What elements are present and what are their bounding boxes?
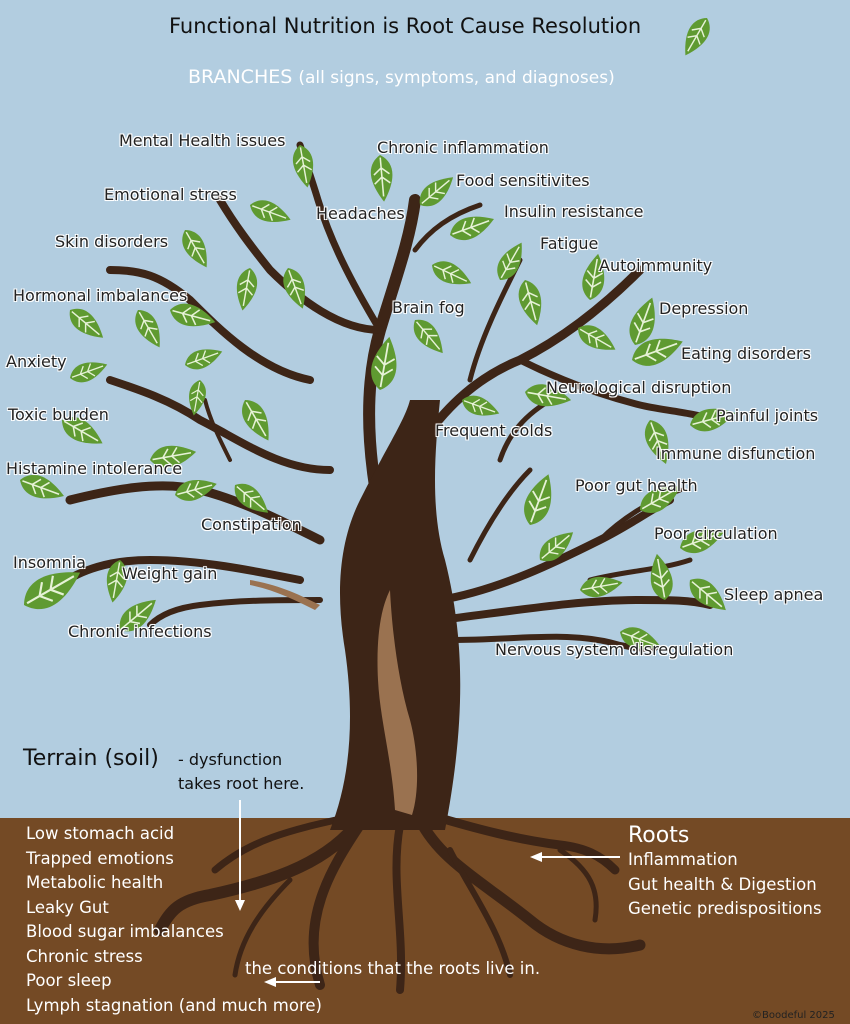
branch-label: Frequent colds [435, 421, 553, 440]
terrain-item: Lymph stagnation (and much more) [26, 996, 322, 1015]
tree-trunk-highlight [377, 590, 418, 815]
terrain-item: Trapped emotions [26, 849, 174, 868]
branch-label: Weight gain [122, 564, 218, 583]
branch-label: Food sensitivites [456, 171, 590, 190]
branch-label: Hormonal imbalances [13, 286, 188, 305]
branch-label: Brain fog [392, 298, 465, 317]
terrain-item: Blood sugar imbalances [26, 922, 224, 941]
branch-label: Anxiety [6, 352, 67, 371]
branch-label: Neurological disruption [546, 378, 732, 397]
page-title: Functional Nutrition is Root Cause Resol… [169, 14, 642, 38]
terrain-item: Chronic stress [26, 947, 143, 966]
branch-label: Autoimmunity [599, 256, 713, 275]
arrow-down-icon [235, 800, 245, 911]
branch-label: Headaches [316, 204, 405, 223]
terrain-item: Poor sleep [26, 971, 112, 990]
terrain-item: Low stomach acid [26, 824, 175, 843]
copyright: ©Boodeful 2025 [752, 1010, 835, 1021]
branches-heading-label: BRANCHES [188, 66, 293, 88]
branch-label: Nervous system disregulation [495, 640, 734, 659]
branch-label: Fatigue [540, 234, 599, 253]
roots-item: Inflammation [628, 850, 738, 869]
roots-item: Gut health & Digestion [628, 875, 817, 894]
terrain-item: Metabolic health [26, 873, 164, 892]
terrain-subtitle: - dysfunction takes root here. [178, 750, 305, 793]
arrow-left-icon-roots [530, 852, 620, 862]
branch-label: Insomnia [13, 553, 86, 572]
branch-label: Depression [659, 299, 749, 318]
terrain-heading: Terrain (soil) [23, 746, 159, 771]
arrow-left-icon-conditions [264, 977, 320, 987]
branch-label: Eating disorders [681, 344, 811, 363]
branch-label: Skin disorders [55, 232, 169, 251]
branch-label: Sleep apnea [724, 585, 824, 604]
conditions-note: the conditions that the roots live in. [245, 959, 541, 978]
branch-label: Poor circulation [654, 524, 778, 543]
branch-label: Chronic inflammation [377, 138, 549, 157]
roots-item: Genetic predispositions [628, 899, 822, 918]
tree-trunk [330, 400, 461, 830]
soil-band [0, 818, 850, 1024]
branch-label: Painful joints [716, 406, 819, 425]
branch-label: Constipation [201, 515, 302, 534]
terrain-item: Leaky Gut [26, 898, 109, 917]
branch-label: Emotional stress [104, 185, 237, 204]
branch-label: Mental Health issues [119, 131, 286, 150]
branches-subheading: (all signs, symptoms, and diagnoses) [298, 68, 615, 88]
roots-heading: Roots [628, 823, 690, 848]
branch-label: Immune disfunction [656, 444, 816, 463]
leaf-icon [676, 12, 717, 62]
branch-label: Poor gut health [575, 476, 698, 495]
branch-label: Histamine intolerance [6, 459, 183, 478]
branches-heading: BRANCHES (all signs, symptoms, and diagn… [188, 68, 615, 87]
branch-label: Toxic burden [8, 405, 109, 424]
branch-label: Chronic infections [68, 622, 212, 641]
branch-label: Insulin resistance [504, 202, 644, 221]
